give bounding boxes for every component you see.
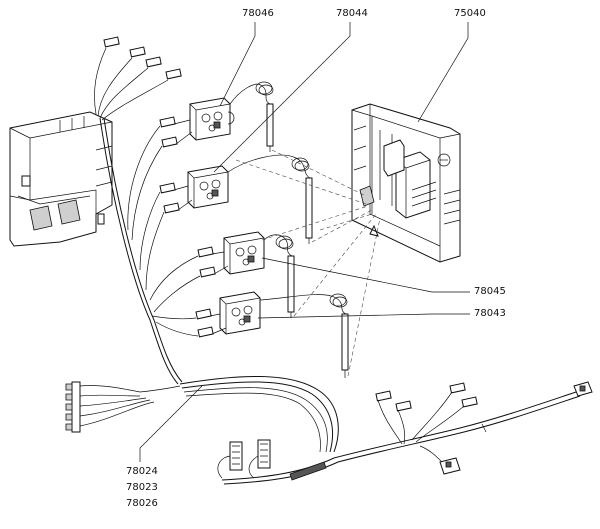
thermostat-78045 [223, 231, 295, 318]
part-label-78026: 78026 [126, 498, 158, 509]
leader-lines [139, 22, 470, 462]
right-housing-75040 [351, 103, 461, 263]
part-label-78023: 78023 [126, 482, 158, 493]
thermostat-78043 [219, 291, 349, 378]
left-housing [9, 111, 113, 247]
part-label-78024: 78024 [126, 466, 158, 477]
lower-harness [65, 375, 593, 485]
thermostat-78044 [187, 154, 313, 244]
thermostat-78046 [189, 81, 274, 152]
part-label-75040: 75040 [454, 8, 486, 19]
main-harness-trunk [99, 117, 183, 385]
part-label-78046: 78046 [242, 8, 274, 19]
part-label-78044: 78044 [336, 8, 368, 19]
top-left-connectors [94, 36, 182, 121]
part-label-78043: 78043 [474, 308, 506, 319]
assembly-dashed-lines [235, 149, 381, 377]
part-label-78045: 78045 [474, 286, 506, 297]
thermostat-lead-connectors [127, 116, 229, 338]
